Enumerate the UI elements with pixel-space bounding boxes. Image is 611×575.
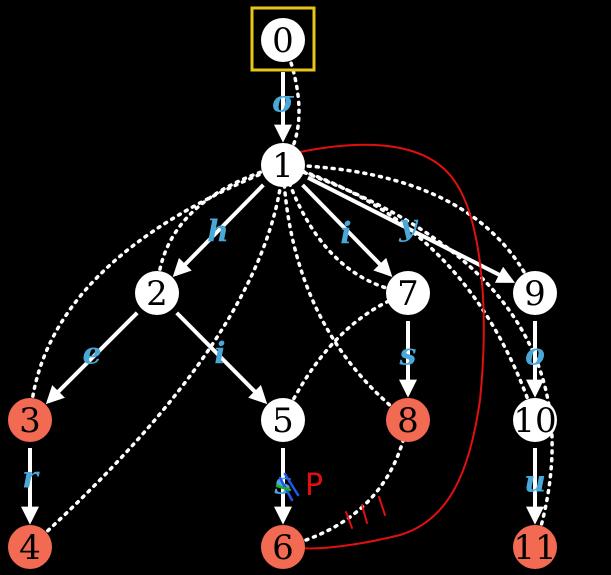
node-4: 4 — [8, 525, 52, 569]
node-5-circle — [261, 398, 305, 442]
failure-link-7-to-1 — [281, 163, 410, 295]
node-6-circle — [261, 525, 305, 569]
failure-link-4-to-1 — [28, 163, 285, 549]
node-2-circle — [135, 271, 179, 315]
edge-label-10-to-11: u — [524, 465, 546, 500]
node-3-label: 3 — [19, 401, 41, 441]
trie-nodes: 0 1 2 3 4 5 6 7 8 9 10 11 — [8, 18, 557, 569]
node-9-label: 9 — [524, 274, 546, 314]
failure-link-9-to-1 — [281, 163, 537, 295]
red-annotation-curve — [299, 143, 485, 550]
node-11-circle — [513, 525, 557, 569]
failure-link-3-to-1 — [28, 163, 285, 422]
red-tally-mark-1 — [345, 511, 353, 529]
edge-label-2-to-3: e — [82, 337, 101, 372]
red-tally-mark-2 — [361, 504, 368, 524]
node-4-circle — [8, 525, 52, 569]
node-2: 2 — [135, 271, 179, 315]
edge-label-9-to-10: o — [525, 338, 545, 373]
green-scribble — [275, 484, 292, 492]
edge-2-to-5 — [175, 311, 268, 405]
node-8-circle — [386, 398, 430, 442]
node-5-label: 5 — [272, 401, 294, 441]
node-10-circle — [513, 398, 557, 442]
edge-1-to-7 — [301, 183, 393, 277]
node-0-circle — [261, 18, 305, 62]
node-9: 9 — [513, 271, 557, 315]
node-2-label: 2 — [146, 274, 168, 314]
edge-1-to-9 — [307, 175, 516, 284]
node-7-label: 7 — [397, 274, 419, 314]
failure-link-11-to-1 — [281, 163, 554, 549]
node-10-label: 10 — [513, 401, 556, 441]
failure-link-6-to-8 — [281, 418, 410, 549]
node-5: 5 — [261, 398, 305, 442]
node-1-circle — [261, 143, 305, 187]
node-3: 3 — [8, 398, 52, 442]
node-0-label: 0 — [272, 21, 294, 61]
node-6: 6 — [261, 525, 305, 569]
node-0: 0 — [261, 18, 305, 62]
handwritten-annotations: P — [275, 143, 485, 550]
red-tally-mark-3 — [378, 496, 386, 516]
failure-link-2-to-1 — [155, 163, 285, 295]
node-6-label: 6 — [272, 528, 294, 568]
edge-label-1-to-7: i — [340, 217, 351, 252]
edge-label-0-to-1: σ — [272, 85, 295, 120]
node-8: 8 — [386, 398, 430, 442]
root-highlight-box — [250, 6, 316, 72]
node-4-label: 4 — [19, 528, 41, 568]
handwritten-letter: P — [305, 468, 323, 503]
node-11-label: 11 — [513, 528, 556, 568]
node-10: 10 — [513, 398, 557, 442]
node-9-circle — [513, 271, 557, 315]
node-7: 7 — [386, 271, 430, 315]
edge-label-2-to-5: i — [214, 337, 225, 372]
edge-2-to-3 — [45, 311, 139, 405]
node-3-circle — [8, 398, 52, 442]
node-1-label: 1 — [272, 146, 294, 186]
node-1: 1 — [261, 143, 305, 187]
failure-link-8-to-1 — [281, 163, 410, 422]
node-7-circle — [386, 271, 430, 315]
edge-1-to-2 — [172, 183, 265, 278]
node-8-label: 8 — [397, 401, 419, 441]
edge-label-7-to-8: s — [399, 338, 417, 373]
failure-links — [28, 38, 554, 549]
edge-label-3-to-4: r — [22, 461, 40, 496]
node-11: 11 — [513, 525, 557, 569]
edge-label-1-to-9: y — [398, 209, 419, 244]
failure-link-10-to-1 — [281, 163, 537, 422]
edge-label-1-to-2: h — [207, 215, 229, 250]
